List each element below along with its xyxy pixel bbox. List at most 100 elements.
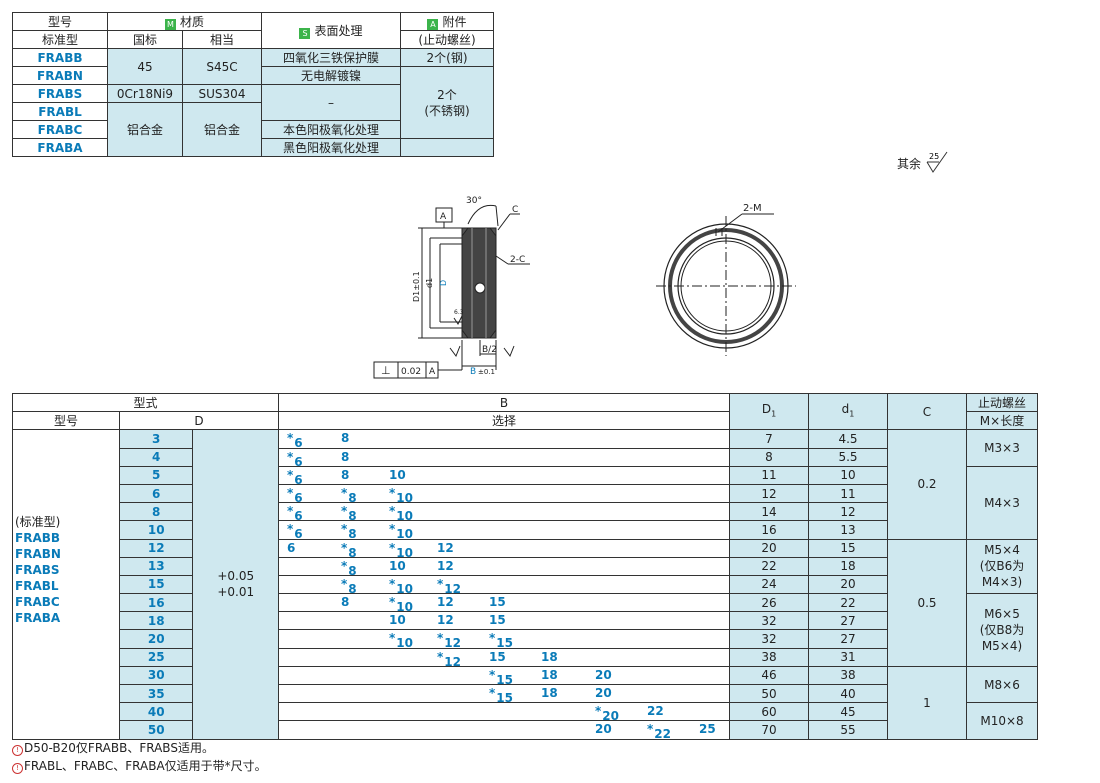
b-option: *8 xyxy=(341,485,357,505)
model-code: FRABL xyxy=(15,579,59,594)
b-option: *10 xyxy=(389,631,413,651)
b-option: 12 xyxy=(437,613,454,628)
d1-value: 26 xyxy=(729,593,809,613)
c-value: 0.2 xyxy=(887,429,967,540)
b-option: *12 xyxy=(437,649,461,669)
b-selection: 10 12 15 xyxy=(278,611,730,631)
note-2: !FRABL、FRABC、FRABA仅适用于带*尺寸。 xyxy=(12,757,267,775)
b-option: 20 xyxy=(595,667,612,682)
d1-value: 20 xyxy=(808,574,888,595)
b-option: 10 xyxy=(389,467,406,482)
accessory-steel: 2个(钢) xyxy=(400,48,494,67)
b-option: 8 xyxy=(341,595,350,610)
equiv-aluminum: 铝合金 xyxy=(182,102,262,157)
header-d-col: D xyxy=(119,411,279,431)
b2-label: B/2 xyxy=(482,345,497,355)
material-badge-icon: M xyxy=(164,18,176,30)
b-option: *6 xyxy=(287,467,303,487)
d1-value: 70 xyxy=(729,720,809,740)
d1-value: 24 xyxy=(729,574,809,595)
b-option: *12 xyxy=(437,631,461,651)
d-value: 5 xyxy=(118,465,194,485)
d1-value: 7 xyxy=(729,429,809,449)
d1-value: 10 xyxy=(808,465,888,485)
accessory-stainless: 2个(不锈钢) xyxy=(400,66,494,139)
b-option: 20 xyxy=(595,686,612,700)
header-b: B xyxy=(278,392,730,413)
d-value: 30 xyxy=(118,665,194,686)
b-option: 6 xyxy=(287,540,296,555)
b-option: *10 xyxy=(389,522,413,542)
d1-value: 27 xyxy=(808,629,888,649)
d1-value: 5.5 xyxy=(808,447,888,467)
b-option: 15 xyxy=(489,613,506,628)
technical-drawing: 30° C 2-C 2-M A D1±0.1 d1 D B/2 B ±0.1 ⊥… xyxy=(373,196,796,379)
notes: !D50-B20仅FRABB、FRABS适用。 !FRABL、FRABC、FRA… xyxy=(12,739,267,775)
b-option: *6 xyxy=(287,504,303,524)
d1-value: 60 xyxy=(729,702,809,722)
d1-upper-label: D1±0.1 xyxy=(412,271,421,302)
b-option: *10 xyxy=(389,485,413,505)
d-value: 20 xyxy=(118,629,194,649)
model-code: FRABA xyxy=(15,611,61,626)
b-option: *10 xyxy=(389,504,413,524)
d1-value: 22 xyxy=(729,556,809,576)
b-option: *6 xyxy=(287,522,303,542)
b-option: 10 xyxy=(389,613,406,628)
code-frabs: FRABS xyxy=(12,84,108,103)
d-value: 4 xyxy=(118,447,194,467)
b-tol-label: ±0.1 xyxy=(478,368,495,376)
b-option: *6 xyxy=(287,485,303,505)
header-equiv: 相当 xyxy=(182,30,262,49)
accessory-badge-icon: A xyxy=(427,18,439,30)
angle-label: 30° xyxy=(466,196,482,206)
surface-badge-icon: S xyxy=(299,27,311,39)
equiv-s45c: S45C xyxy=(182,48,262,85)
d-value: 15 xyxy=(118,574,194,595)
gb-0cr18ni9: 0Cr18Ni9 xyxy=(107,84,183,103)
b-option: *6 xyxy=(287,449,303,469)
2m-label: 2-M xyxy=(743,203,762,214)
d1-value: 14 xyxy=(729,502,809,522)
d1-value: 12 xyxy=(729,483,809,504)
header-model-col: 型号 xyxy=(12,411,120,431)
surface-none: – xyxy=(261,84,401,121)
b-selection: *8*10*12 xyxy=(278,574,730,596)
code-frabb: FRABB xyxy=(12,48,108,67)
d1-value: 45 xyxy=(808,702,888,722)
d1-value: 4.5 xyxy=(808,429,888,449)
d-value: 25 xyxy=(118,647,194,667)
roughness-symbol-icon: 25 xyxy=(926,151,948,173)
header-type: 型式 xyxy=(12,392,279,413)
b-option: *12 xyxy=(437,576,461,596)
header-screw-sub: M×长度 xyxy=(966,411,1038,431)
accessory-blank xyxy=(400,138,494,157)
b-selection: *6 *8 *10 xyxy=(278,483,730,505)
surface-black-oxide: 四氧化三铁保护膜 xyxy=(261,48,401,67)
header-b-sub: 选择 xyxy=(278,411,730,431)
screw-value: M10×8 xyxy=(966,702,1038,740)
note-icon: ! xyxy=(12,745,23,756)
d1-value: 11 xyxy=(729,465,809,485)
d-value: 13 xyxy=(118,556,194,576)
b-label: B xyxy=(470,367,476,377)
